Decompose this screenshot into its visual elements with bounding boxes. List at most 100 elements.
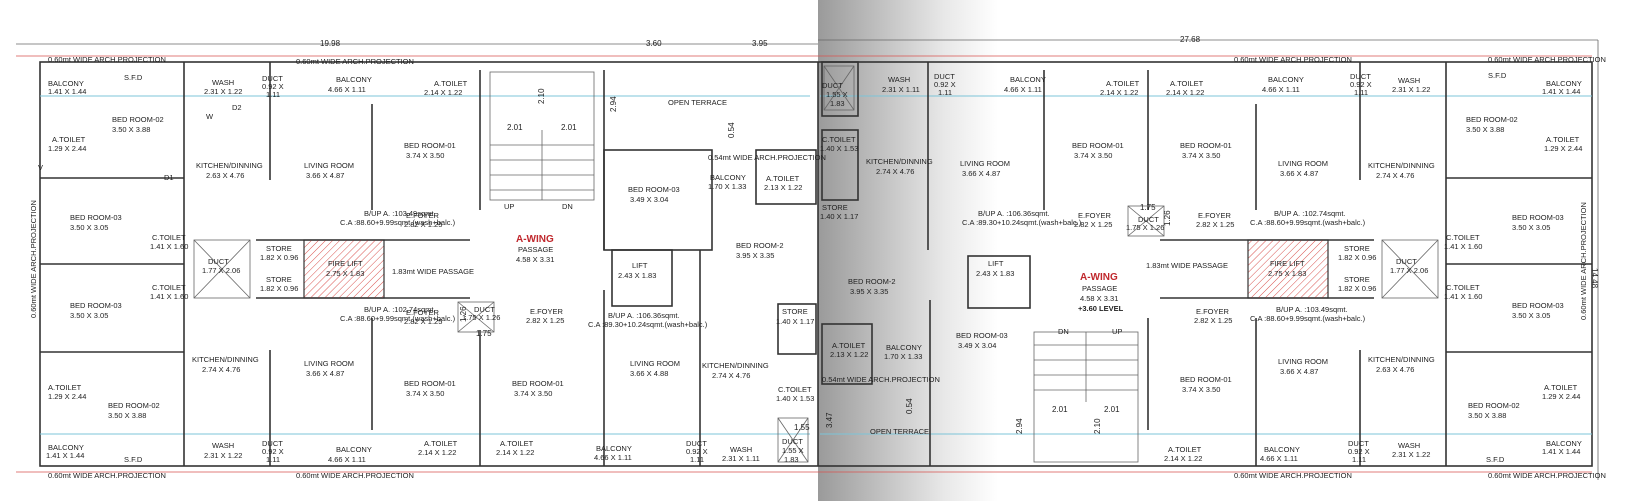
room-label: DUCT <box>782 437 803 446</box>
room-label: 1.83 <box>830 99 845 108</box>
room-label: 2.14 X 1.22 <box>418 448 456 457</box>
room-label: DUCT <box>1350 72 1371 81</box>
room-label: 2.82 X 1.25 <box>1196 220 1234 229</box>
room-label: B/UP A. :106.36sqmt. <box>608 311 680 320</box>
room-label: 1.41 X 1.60 <box>150 292 188 301</box>
room-label: 1.11 <box>266 90 280 99</box>
room-label: 4.58 X 3.31 <box>1080 294 1118 303</box>
outer-walls <box>16 55 1593 473</box>
dim-347: 3.47 <box>825 412 834 428</box>
dim-terrace-v-top: 2.94 <box>609 96 618 112</box>
proj-label-8: 0.60mt WIDE ARCH.PROJECTION <box>1488 471 1606 480</box>
room-label: BALCONY <box>1546 439 1582 448</box>
room-label: A.TOILET <box>766 174 800 183</box>
room-label: DUCT <box>934 72 955 81</box>
room-label: 1.55 X <box>782 446 804 455</box>
room-label: C.A :89.30+10.24sqmt.(wash+balc.) <box>588 320 708 329</box>
room-label: BALCONY <box>336 75 372 84</box>
room-label: 2.31 X 1.22 <box>1392 85 1430 94</box>
room-label: BED ROOM-01 <box>512 379 564 388</box>
room-label: BALCONY <box>1010 75 1046 84</box>
dim-175-left: 1.75 <box>476 329 492 338</box>
room-label: 4.66 X 1.11 <box>1262 85 1300 94</box>
room-label: BALCONY <box>1264 445 1300 454</box>
room-label: W <box>206 112 214 121</box>
room-label: 2.14 X 1.22 <box>1166 88 1204 97</box>
room-label: 2.31 X 1.22 <box>204 87 242 96</box>
dim-stair-v-top: 2.10 <box>537 88 546 104</box>
dim-proj-v-top: 0.54 <box>727 122 736 138</box>
dim-terrace-v-bottom: 2.94 <box>1015 418 1024 434</box>
room-label: 3.50 X 3.88 <box>1468 411 1506 420</box>
room-label: BED ROOM-01 <box>1072 141 1124 150</box>
room-label: DUCT <box>1348 439 1369 448</box>
room-label: 0.92 X <box>686 447 708 456</box>
room-label: 1.11 <box>1354 88 1368 97</box>
room-label: 1.11 <box>690 455 704 464</box>
room-label: 3.50 X 3.05 <box>70 311 108 320</box>
room-label: B/UP A. :102.74sqmt. <box>364 305 436 314</box>
room-label: 0.92 X <box>1348 447 1370 456</box>
room-label: C.TOILET <box>778 385 812 394</box>
room-label: A.TOILET <box>1168 445 1202 454</box>
room-label: 1.11 <box>1352 455 1366 464</box>
room-label: DUCT <box>822 81 843 90</box>
room-label: BED ROOM-02 <box>1466 115 1518 124</box>
room-label: A.TOILET <box>52 135 86 144</box>
room-label: UP <box>504 202 514 211</box>
dim-stair-w1: 2.01 <box>507 123 523 132</box>
room-label: 3.50 X 3.05 <box>70 223 108 232</box>
dim-top-mid-b: 3.95 <box>752 39 768 48</box>
room-label: 1.75 X 1.26 <box>1126 223 1164 232</box>
room-label: BALCONY <box>886 343 922 352</box>
room-label: OPEN TERRACE <box>668 98 727 107</box>
room-label: 1.41 X 1.44 <box>46 451 84 460</box>
room-label: 2.75 X 1.83 <box>1268 269 1306 278</box>
room-label: 3.50 X 3.88 <box>108 411 146 420</box>
room-label: DN <box>562 202 573 211</box>
room-label: 3.95 X 3.35 <box>736 251 774 260</box>
dim-155: 1.55 <box>794 423 810 432</box>
dim-top-left: 19.98 <box>320 39 341 48</box>
dim-stair-v-bottom: 2.10 <box>1093 418 1102 434</box>
room-label: 2.82 X 1.25 <box>1194 316 1232 325</box>
proj-label-5: 0.60mt WIDE ARCH.PROJECTION <box>1234 55 1352 64</box>
room-label: 0.92 X <box>934 80 956 89</box>
room-label: 2.43 X 1.83 <box>976 269 1014 278</box>
room-label: 3.66 X 4.88 <box>630 369 668 378</box>
room-label: A.TOILET <box>1544 383 1578 392</box>
fire-lift-right <box>1247 239 1329 299</box>
room-label: A.TOILET <box>1546 135 1580 144</box>
room-label: 3.74 X 3.50 <box>406 151 444 160</box>
room-label: 0.92 X <box>262 447 284 456</box>
room-label: A.TOILET <box>1106 79 1140 88</box>
room-label: BED ROOM-03 <box>70 301 122 310</box>
room-label: 3.74 X 3.50 <box>1074 151 1112 160</box>
room-label: 4.58 X 3.31 <box>516 255 554 264</box>
room-label: B/UP A. :102.74sqmt. <box>1274 209 1346 218</box>
room-label: S.F.D <box>124 455 143 464</box>
internal-walls <box>40 61 1592 466</box>
room-label: A.TOILET <box>1170 79 1204 88</box>
room-label: 2.14 X 1.22 <box>1164 454 1202 463</box>
room-label: E.FOYER <box>530 307 564 316</box>
room-label: DUCT <box>686 439 707 448</box>
room-label: BED ROOM-03 <box>956 331 1008 340</box>
room-label: 3.74 X 3.50 <box>514 389 552 398</box>
room-label: 0.92 X <box>262 82 284 91</box>
room-label: WASH <box>1398 441 1420 450</box>
room-label: 2.31 X 1.11 <box>722 454 760 463</box>
room-label: LIFT <box>988 259 1004 268</box>
room-label: 1.75 X 1.26 <box>462 313 500 322</box>
fire-lift-left <box>303 239 385 299</box>
room-label: B/UP A. :103.49sqmt. <box>364 209 436 218</box>
room-label: C.A :88.60+9.99sqmt.(wash+balc.) <box>1250 314 1366 323</box>
room-label: 2.74 X 4.76 <box>202 365 240 374</box>
room-label: WASH <box>1398 76 1420 85</box>
room-label: BALCONY <box>710 173 746 182</box>
room-label: STORE <box>1344 244 1370 253</box>
room-label: STORE <box>822 203 848 212</box>
room-label: 3.49 X 3.04 <box>958 341 996 350</box>
room-label: 2.82 X 1.25 <box>526 316 564 325</box>
room-label: BALCONY <box>48 79 84 88</box>
